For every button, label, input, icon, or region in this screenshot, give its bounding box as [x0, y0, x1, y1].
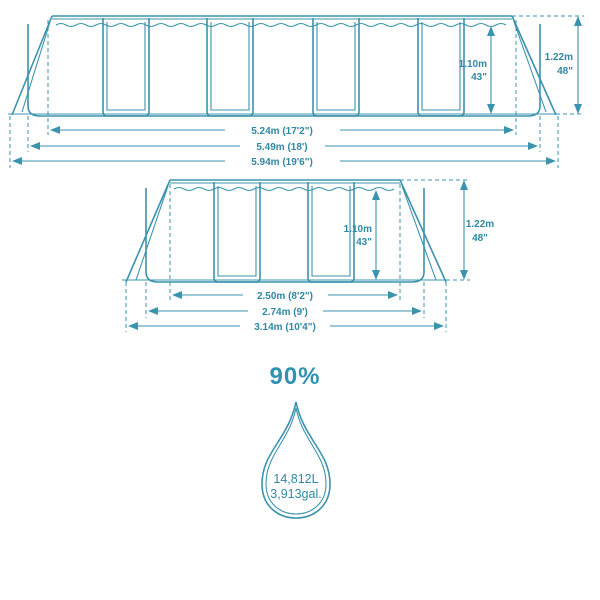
small-support-1-inner	[217, 186, 257, 277]
small-right-leg-inner	[401, 185, 437, 281]
large-inner-length-dim: 5.24m (17'2")	[50, 123, 514, 137]
small-left-leg	[125, 179, 171, 283]
large-support-2-inner	[210, 22, 250, 111]
small-frame-length-dim: 2.74m (9')	[148, 304, 422, 318]
small-right-leg	[399, 179, 447, 283]
small-support-2	[307, 182, 355, 283]
small-wall-height-metric: 1.22m	[466, 219, 494, 230]
large-support-2	[206, 18, 254, 117]
large-inner-length-label: 5.24m (17'2")	[251, 126, 313, 137]
large-wall-height-dim: 1.22m 48"	[545, 16, 582, 114]
large-pool-drawing	[8, 15, 584, 168]
large-water-height-imperial: 43"	[471, 72, 487, 83]
large-support-3-inner	[316, 22, 356, 111]
large-water-height-metric: 1.10m	[459, 59, 487, 70]
large-overall-length-dim: 5.94m (19'6")	[12, 154, 556, 168]
small-water-wave	[173, 186, 395, 192]
large-left-leg-inner	[21, 21, 51, 113]
large-right-leg-inner	[513, 21, 547, 113]
large-frame-length-dim: 5.49m (18')	[30, 139, 538, 153]
large-left-leg	[11, 15, 53, 116]
small-support-2-inner	[311, 186, 351, 277]
small-left-leg-inner	[135, 185, 169, 281]
small-wall-height-dim: 1.22m 48"	[460, 180, 494, 280]
small-pool-drawing	[122, 179, 470, 332]
large-pool-wall	[27, 24, 541, 117]
large-support-4	[417, 18, 465, 117]
small-support-1	[213, 182, 261, 283]
large-support-1	[102, 18, 150, 117]
small-wall-height-imperial: 48"	[472, 233, 488, 244]
small-water-height-dim: 1.10m 43"	[344, 190, 380, 280]
small-overall-length-dim: 3.14m (10'4")	[128, 319, 444, 333]
small-frame-length-label: 2.74m (9')	[262, 307, 308, 318]
large-water-wave	[55, 22, 507, 28]
large-frame-length-label: 5.49m (18')	[256, 142, 307, 153]
water-drop-icon	[261, 401, 331, 519]
large-support-1-inner	[106, 22, 146, 111]
capacity-liters: 14,812L	[273, 472, 318, 486]
small-inner-length-dim: 2.50m (8'2")	[172, 288, 398, 302]
small-pool-wall	[145, 188, 425, 283]
fill-level-label: 90%	[269, 363, 320, 390]
large-right-leg	[511, 15, 557, 116]
large-wall-height-metric: 1.22m	[545, 52, 573, 63]
large-wall-height-imperial: 48"	[557, 66, 573, 77]
small-water-height-metric: 1.10m	[344, 224, 372, 235]
small-inner-length-label: 2.50m (8'2")	[257, 291, 313, 302]
large-support-4-inner	[421, 22, 461, 111]
small-overall-length-label: 3.14m (10'4")	[254, 322, 316, 333]
large-water-height-dim: 1.10m 43"	[459, 26, 495, 114]
large-support-3	[312, 18, 360, 117]
capacity-gallons: 3,913gal.	[270, 487, 321, 501]
large-overall-length-label: 5.94m (19'6")	[251, 157, 313, 168]
small-water-height-imperial: 43"	[356, 237, 372, 248]
